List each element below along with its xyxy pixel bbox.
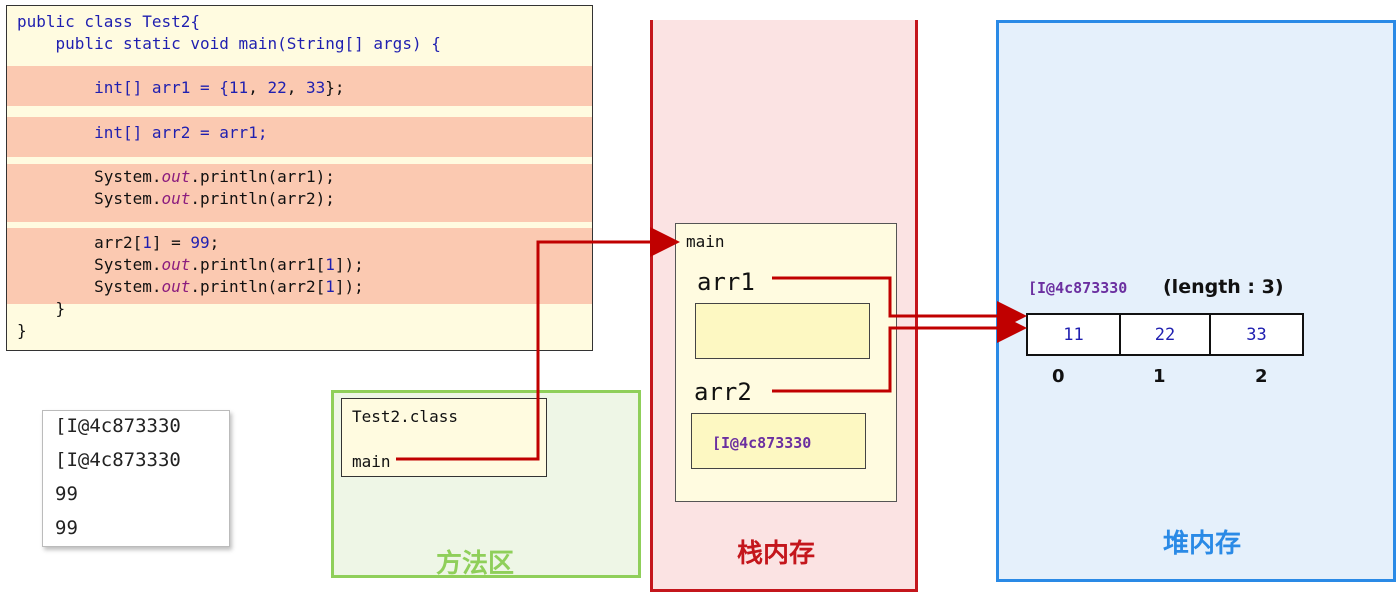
highlight-block-4	[7, 228, 592, 304]
code-line-4: int[] arr2 = arr1;	[17, 123, 268, 142]
class-name: Test2.class	[352, 407, 458, 426]
heap-area	[996, 20, 1396, 582]
stack-var-arr1: arr1	[697, 268, 755, 296]
code-line-2: public static void main(String[] args) {	[17, 34, 441, 53]
heap-index-2: 2	[1255, 366, 1268, 387]
code-line-1: public class Test2{	[17, 12, 201, 31]
console-line-1: [I@4c873330	[55, 415, 181, 437]
stack-area-label: 栈内存	[737, 539, 816, 569]
highlight-block-3	[7, 164, 592, 222]
arr2-slot: [I@4c873330	[691, 413, 866, 469]
console-line-2: [I@4c873330	[55, 449, 181, 471]
code-line-8: System.out.println(arr1[1]);	[17, 255, 364, 274]
main-to-frame-arrow	[396, 227, 680, 461]
arr1-to-heap-arrow	[772, 276, 1027, 331]
arr2-slot-value: [I@4c873330	[712, 434, 812, 452]
code-panel: public class Test2{ public static void m…	[6, 5, 593, 351]
arr2-to-heap-arrow	[772, 313, 1027, 393]
stack-var-arr2: arr2	[694, 378, 752, 406]
heap-address: [I@4c873330	[1028, 279, 1128, 297]
code-line-6: System.out.println(arr2);	[17, 189, 335, 208]
code-line-7: arr2[1] = 99;	[17, 233, 220, 252]
heap-area-label: 堆内存	[1163, 529, 1242, 559]
heap-cell-2: 33	[1209, 313, 1304, 356]
heap-index-0: 0	[1052, 366, 1065, 387]
stack-frame-label: main	[686, 232, 725, 251]
heap-index-1: 1	[1153, 366, 1166, 387]
code-line-3: int[] arr1 = {11, 22, 33};	[17, 78, 345, 97]
code-line-11: }	[17, 321, 27, 340]
class-box: Test2.class main	[341, 398, 547, 477]
method-area-label: 方法区	[436, 549, 515, 579]
code-line-10: }	[17, 299, 66, 318]
class-method-main: main	[352, 452, 391, 471]
console-line-3: 99	[55, 483, 78, 505]
heap-length: (length : 3)	[1163, 276, 1284, 298]
arr1-slot	[695, 303, 870, 359]
highlight-block-2	[7, 117, 592, 157]
console-output: [I@4c873330 [I@4c873330 99 99	[42, 410, 230, 547]
code-line-5: System.out.println(arr1);	[17, 167, 335, 186]
console-line-4: 99	[55, 517, 78, 539]
code-line-9: System.out.println(arr2[1]);	[17, 277, 364, 296]
highlight-block-1	[7, 66, 592, 106]
